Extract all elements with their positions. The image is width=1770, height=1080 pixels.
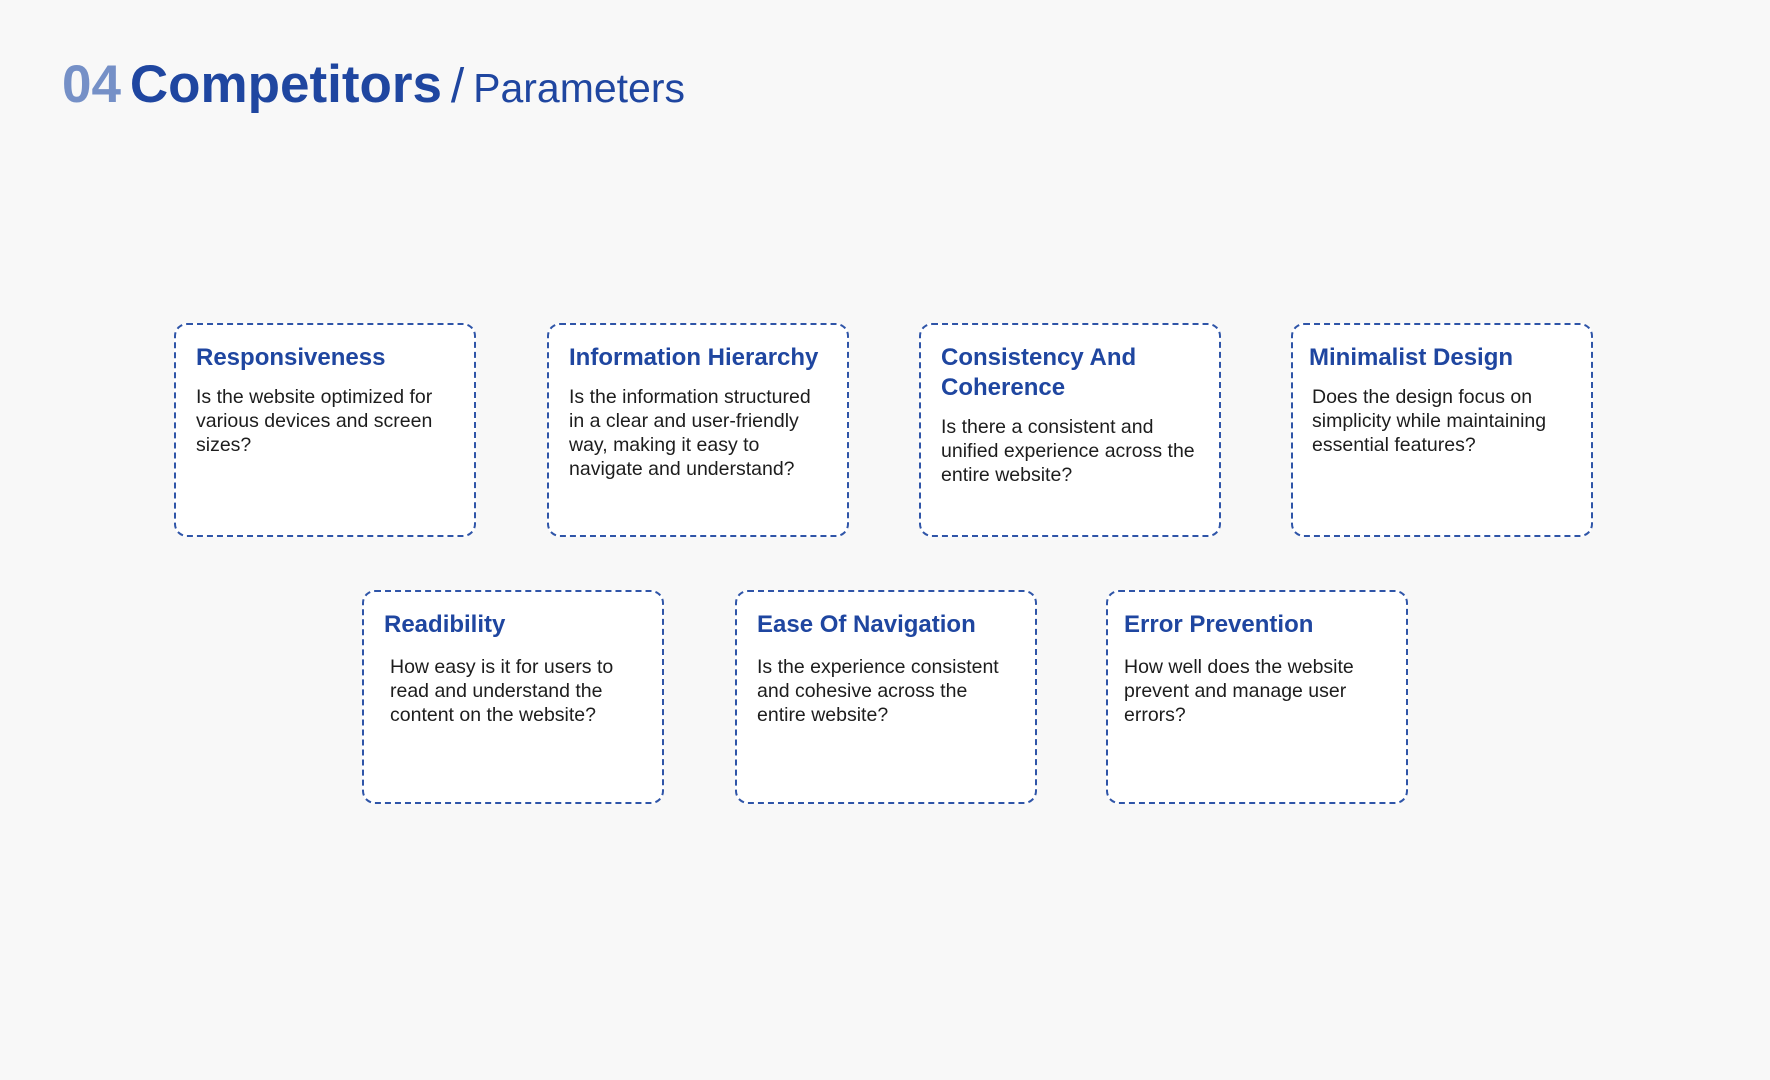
parameter-card-minimalist-design: Minimalist Design Does the design focus … (1291, 323, 1593, 537)
parameter-card-consistency-and-coherence: Consistency And Coherence Is there a con… (919, 323, 1221, 537)
card-description: How well does the website prevent and ma… (1124, 656, 1354, 726)
section-subtitle: Parameters (473, 65, 686, 111)
title-separator: / (450, 60, 465, 113)
section-number: 04 (62, 55, 121, 114)
page-title: 04 Competitors / Parameters (62, 58, 685, 111)
card-description: Does the design focus on simplicity whil… (1312, 386, 1547, 456)
card-title: Ease Of Navigation (757, 611, 976, 638)
card-description: Is the website optimized for various dev… (196, 386, 433, 456)
section-title: Competitors (129, 55, 442, 114)
card-title: Error Prevention (1124, 611, 1314, 638)
card-description: How easy is it for users to read and und… (390, 656, 614, 726)
parameter-card-information-hierarchy: Information Hierarchy Is the information… (547, 323, 849, 537)
card-title: Readibility (384, 611, 506, 638)
parameter-card-error-prevention: Error Prevention How well does the websi… (1106, 590, 1408, 804)
parameter-card-readibility: Readibility How easy is it for users to … (362, 590, 664, 804)
parameter-card-ease-of-navigation: Ease Of Navigation Is the experience con… (735, 590, 1037, 804)
card-title: Consistency And Coherence (941, 344, 1137, 401)
card-title: Responsiveness (196, 344, 386, 371)
card-title: Minimalist Design (1309, 344, 1514, 371)
card-title: Information Hierarchy (569, 344, 819, 371)
card-description: Is the experience consistent and cohesiv… (757, 656, 999, 726)
card-description: Is the information structured in a clear… (569, 386, 811, 480)
card-description: Is there a consistent and unified experi… (941, 416, 1195, 486)
parameter-card-responsiveness: Responsiveness Is the website optimized … (174, 323, 476, 537)
